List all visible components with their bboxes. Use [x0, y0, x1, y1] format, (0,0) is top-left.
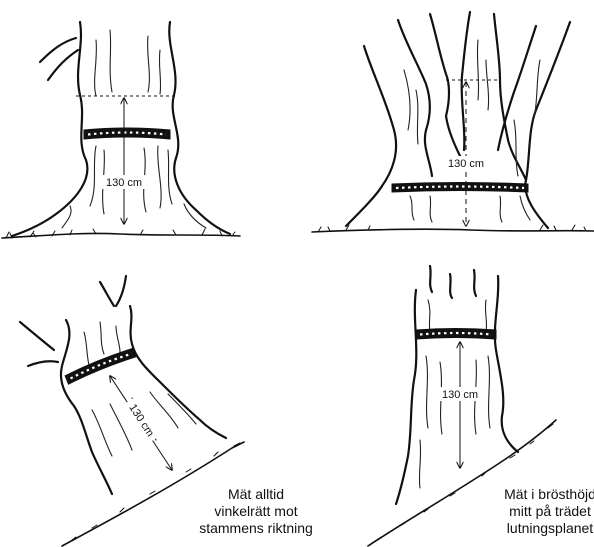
height-label: 130 cm	[106, 177, 142, 189]
fork-crotch	[446, 116, 462, 160]
trunk-outline-left	[346, 46, 396, 226]
caption-perpendicular: Mät alltid vinkelrätt mot stammens riktn…	[186, 486, 326, 537]
caption-line: stammens riktning	[186, 520, 326, 537]
bark-texture	[84, 322, 196, 456]
caption-line: Mät alltid	[186, 486, 326, 503]
fork-stem	[430, 14, 449, 116]
panel-straight-tree: 130 cm	[2, 22, 240, 238]
ground-line	[312, 229, 594, 232]
fork-stem	[398, 20, 432, 176]
panel-forked-tree: 130 cm	[312, 12, 594, 232]
bark-texture	[404, 40, 540, 222]
branch-stub	[40, 38, 78, 80]
branch	[100, 276, 126, 306]
caption-line: mitt på trädet	[480, 503, 594, 520]
caption-line: Mät i brösthöjd	[480, 486, 594, 503]
trunk-outline-right	[495, 276, 518, 452]
caption-line: vinkelrätt mot	[186, 503, 326, 520]
trunk-outline-right	[525, 22, 570, 228]
caption-line: lutningsplanet	[480, 520, 594, 537]
measuring-tape	[392, 183, 528, 193]
trunk-top-line	[430, 266, 476, 298]
branch	[20, 322, 58, 366]
height-label: 130 cm	[442, 389, 478, 401]
caption-breast-height-slope: Mät i brösthöjd mitt på trädet lutningsp…	[480, 486, 594, 537]
measuring-tape	[84, 128, 170, 139]
ground-line	[2, 233, 240, 238]
fork-stem	[494, 14, 526, 180]
trunk-outline-left	[396, 290, 416, 504]
measuring-tape	[65, 347, 138, 384]
height-label: 130 cm	[448, 158, 484, 170]
trunk-outline-right	[169, 22, 230, 234]
